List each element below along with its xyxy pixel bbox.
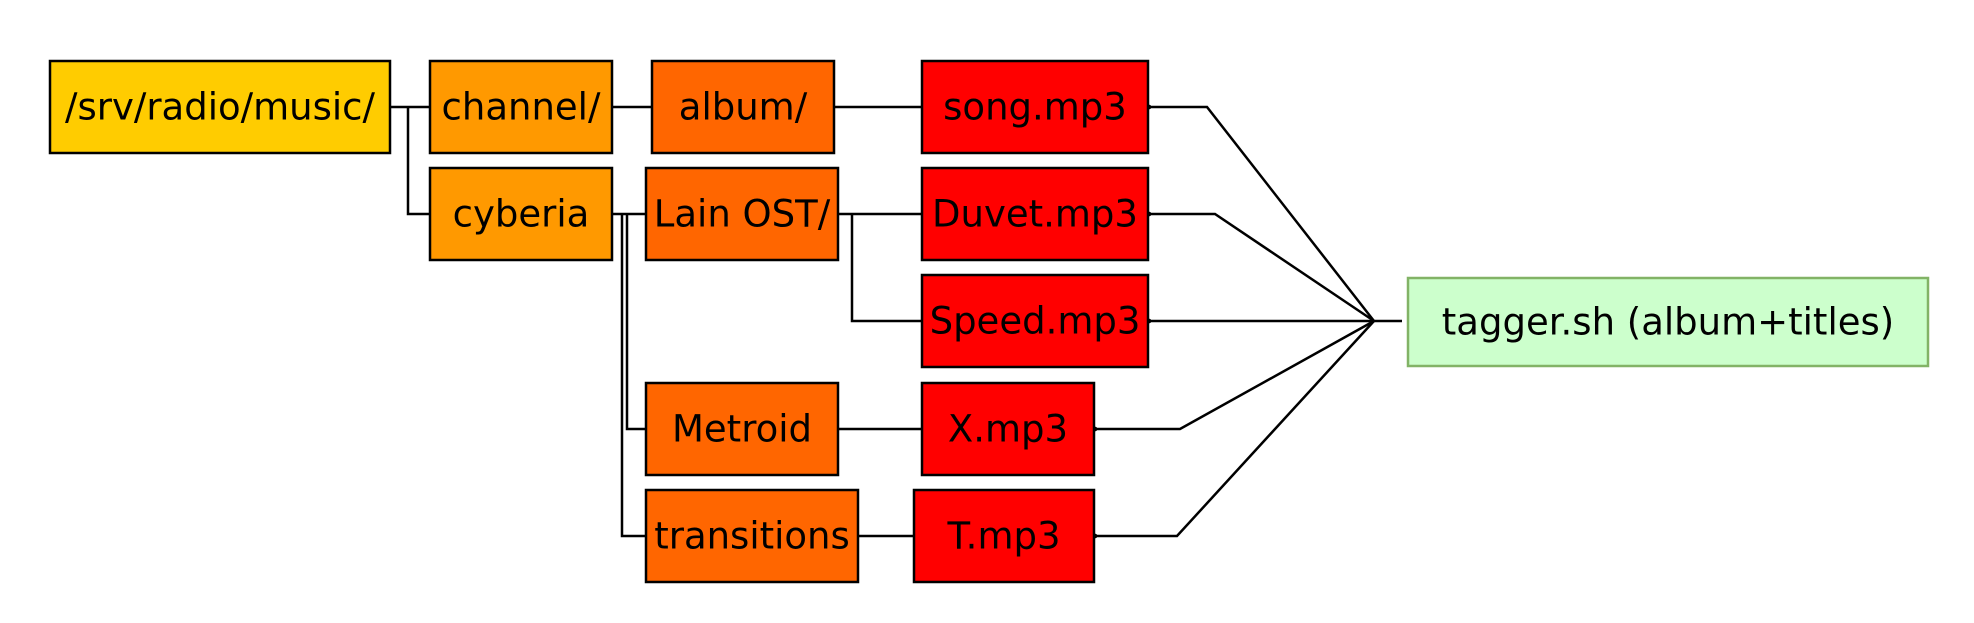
node-song: song.mp3 [920, 59, 1150, 155]
arrow-to-song [1134, 97, 1375, 322]
node-root: /srv/radio/music/ [48, 59, 392, 155]
arrow-to-t [1080, 320, 1375, 546]
node-speed-label: Speed.mp3 [930, 300, 1141, 343]
edge-root-cyberia [406, 107, 430, 216]
node-song-box [920, 59, 1150, 155]
node-album-label: album/ [679, 86, 808, 129]
node-transitions-label: transitions [654, 515, 850, 558]
node-channel-box [428, 59, 614, 155]
node-x: X.mp3 [920, 381, 1096, 477]
node-song-label: song.mp3 [943, 86, 1127, 129]
node-t-label: T.mp3 [946, 515, 1060, 558]
node-channel-label: channel/ [442, 86, 601, 129]
node-metroid: Metroid [644, 381, 840, 477]
node-x-label: X.mp3 [948, 408, 1068, 451]
arrow-to-x [1080, 319, 1375, 439]
node-duvet: Duvet.mp3 [920, 166, 1150, 262]
tagger-arrows [1080, 97, 1402, 546]
node-tagger-label: tagger.sh (album+titles) [1442, 301, 1894, 344]
tree-connectors [390, 105, 922, 538]
node-transitions: transitions [644, 488, 860, 584]
node-cyberia-box [428, 166, 614, 262]
node-x-box [920, 381, 1096, 477]
node-lain-ost-label: Lain OST/ [654, 193, 831, 236]
node-tagger: tagger.sh (album+titles) [1406, 276, 1930, 368]
node-speed: Speed.mp3 [920, 273, 1150, 369]
node-duvet-label: Duvet.mp3 [932, 193, 1138, 236]
node-metroid-box [644, 381, 840, 477]
edge-lain-speed [850, 214, 922, 323]
node-cyberia-label: cyberia [453, 193, 590, 236]
node-album-box [650, 59, 836, 155]
node-transitions-box [644, 488, 860, 584]
node-channel: channel/ [428, 59, 614, 155]
node-lain-ost-box [644, 166, 840, 262]
node-album: album/ [650, 59, 836, 155]
node-duvet-box [920, 166, 1150, 262]
node-root-box [48, 59, 392, 155]
node-cyberia: cyberia [428, 166, 614, 262]
node-lain-ost: Lain OST/ [644, 166, 840, 262]
node-tagger-box [1406, 276, 1930, 368]
node-root-label: /srv/radio/music/ [65, 86, 375, 129]
edge-cyberia-transitions [620, 214, 646, 538]
node-t: T.mp3 [912, 488, 1096, 584]
node-metroid-label: Metroid [672, 408, 812, 451]
node-t-box [912, 488, 1096, 584]
arrow-to-duvet [1134, 204, 1375, 323]
edge-cyberia-metroid [625, 214, 646, 431]
node-speed-box [920, 273, 1150, 369]
